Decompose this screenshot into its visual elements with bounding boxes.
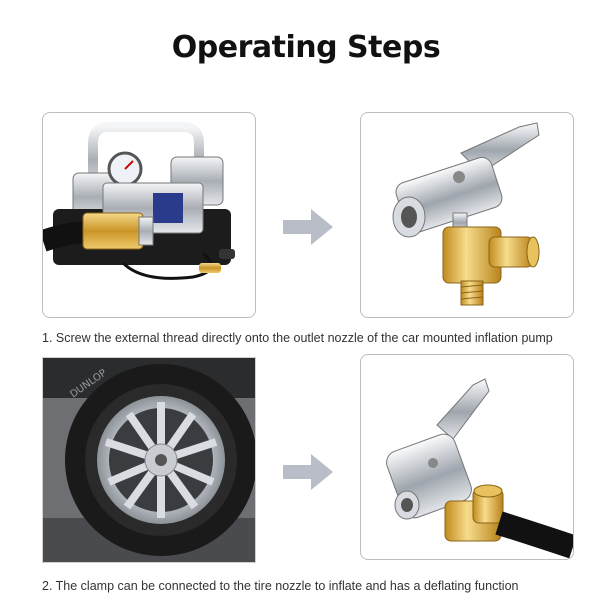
step-1-caption: 1. Screw the external thread directly on… [42,331,553,345]
chuck-thread-illustration [392,122,540,306]
step-2-caption: 2. The clamp can be connected to the tir… [42,579,519,593]
tire-illustration: DUNLOP [43,358,255,562]
arrow-right-icon [283,454,333,490]
chuck-hose-image [360,354,574,560]
compressor-image [42,112,256,318]
tire-image: DUNLOP [42,357,256,563]
chuck-thread-image [360,112,574,318]
arrow-right-icon [283,209,333,245]
compressor-illustration [43,122,235,280]
page-title: Operating Steps [171,30,441,65]
chuck-hose-illustration [386,378,573,559]
